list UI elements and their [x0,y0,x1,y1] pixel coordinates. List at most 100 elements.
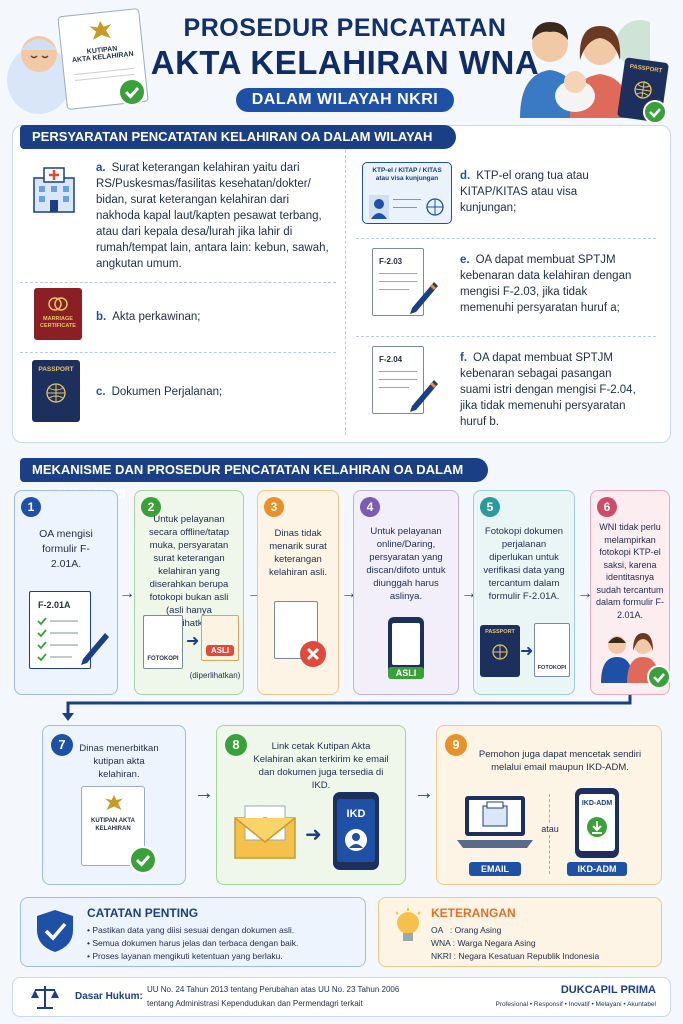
ikd-phone-icon: IKD [333,792,379,870]
form-f203-label: F-2.03 [379,257,403,266]
arrow-icon: → [119,585,135,602]
requirement-e: e.OA dapat membuat SPTJM kebenaran data … [460,254,632,314]
pen-icon [410,282,438,314]
scales-of-justice-icon [31,986,59,1009]
shield-check-icon [37,910,73,952]
divider [356,336,656,337]
fotokopi-doc-icon: FOTOKOPI [143,615,183,669]
arrow-icon: → [414,782,434,804]
passport-illustration: PASSPORT [617,57,669,123]
globe-icon [492,644,508,660]
requirement-d: d.KTP-el orang tua atau KITAP/KITAS atau… [460,170,589,214]
important-note-item: • Proses layanan mengikuti ketentuan yan… [87,951,283,961]
divider [549,794,550,874]
footer-law-line1: UU No. 24 Tahun 2013 tentang Perubahan a… [147,985,400,994]
laptop-printer-icon [457,796,533,848]
form-f201a-icon: F-2.01A [29,591,91,669]
email-envelope-icon: @ [234,805,296,859]
footer-tagline: Profesional • Responsif • Inovatif • Mel… [495,1001,657,1008]
witnesses-icon [601,633,659,683]
pen-icon [81,633,109,665]
hospital-icon [33,167,75,213]
globe-icon [46,383,66,403]
step-3: 3 Dinas tidak menarik surat keterangan k… [257,490,339,695]
kutipan-card-text: KUTIPAN AKTA KELAHIRAN [71,45,134,65]
legend-item: WNA : Warga Negara Asing [431,938,536,948]
page-title-line1: PROSEDUR PENCATATAN [183,14,507,42]
arrow-icon: ➜ [186,633,200,650]
header: KUTIPAN AKTA KELAHIRAN PROSEDUR PENCATAT… [0,0,683,124]
marriage-certificate-label: MARRIAGE CERTIFICATE [40,316,76,329]
step-8: 8 Link cetak Kutipan Akta Kelahiran akan… [216,725,406,885]
kutipan-card-illustration: KUTIPAN AKTA KELAHIRAN [57,7,149,111]
pen-icon [410,380,438,412]
footer-label: Dasar Hukum: [75,991,143,1002]
lightbulb-icon [395,908,421,941]
check-badge-icon [118,78,146,106]
ikd-adm-badge: IKD-ADM [567,862,627,876]
divider [20,352,336,353]
family-illustration [520,20,650,118]
important-note-title: CATATAN PENTING [87,906,199,920]
garuda-emblem-icon [89,21,112,40]
step-1-text: OA mengisi formulir F-2.01A. [39,528,93,570]
passport-label: PASSPORT [629,63,663,75]
arrow-icon: ➜ [305,824,322,846]
step-1: 1 OA mengisi formulir F-2.01A. F-2.01A [14,490,118,695]
arrow-icon: → [577,585,593,602]
reject-icon [300,641,326,667]
download-icon [587,817,607,837]
form-f204-label: F-2.04 [379,355,403,364]
legend-box: KETERANGAN OA : Orang Asing WNA : Warga … [378,897,662,967]
fotokopi-doc-icon: FOTOKOPI [534,623,570,677]
page-title-line2: AKTA KELAHIRAN WNA [150,44,540,81]
important-note-item: • Pastikan data yang diisi sesuai dengan… [87,925,295,935]
baby-illustration [7,36,71,114]
step-6-text: WNI tidak perlu melampirkan fotokopi KTP… [595,522,664,620]
step-9-text: Pemohon juga dapat mencetak sendiri mela… [478,749,642,773]
passport-label: PASSPORT [38,366,74,373]
step-3-text: Dinas tidak menarik surat keterangan kel… [268,528,328,578]
legend-title: KETERANGAN [431,906,516,920]
ktp-card-label: KTP-el / KITAP / KITAS atau visa kunjung… [372,167,442,182]
email-badge: EMAIL [469,862,521,876]
footer: Dasar Hukum: UU No. 24 Tahun 2013 tentan… [12,977,671,1017]
requirements-heading: PERSYARATAN PENCATATAN KELAHIRAN OA DALA… [20,125,456,168]
step-5: 5 Fotokopi dokumen perjalanan diperlukan… [473,490,575,695]
important-note-item: • Semua dokumen harus jelas dan terbaca … [87,938,299,948]
ktp-card-icon: KTP-el / KITAP / KITAS atau visa kunjung… [362,162,452,224]
marriage-certificate-icon: MARRIAGE CERTIFICATE [34,288,82,340]
legend-item: NKRI : Negara Kesatuan Republik Indonesi… [431,951,600,961]
page-title-line3: DALAM WILAYAH NKRI [236,88,454,112]
step-8-text: Link cetak Kutipan Akta Kelahiran akan t… [253,741,389,791]
avatar-icon [369,195,389,219]
step-2: 2 Untuk pelayanan secara offline/tatap m… [134,490,244,695]
garuda-emblem-icon [105,795,123,810]
asli-doc-icon: ASLI [201,615,239,661]
arrow-icon: ➜ [520,643,534,660]
globe-icon [634,81,652,99]
diperlihatkan-note: (diperlihatkan) [189,671,241,680]
requirements-section [12,125,671,443]
passport-icon: PASSPORT [32,360,80,422]
footer-brand: DUKCAPIL PRIMA [560,984,656,996]
requirement-c: c.Dokumen Perjalanan; [96,386,223,398]
step-4: 4 Untuk pelayanan online/Daring, persyar… [353,490,459,695]
check-badge-icon [647,665,671,689]
arrow-icon: → [194,782,214,804]
step-9: 9 Pemohon juga dapat mencetak sendiri me… [436,725,662,885]
check-badge-icon [643,100,667,124]
step-5-text: Fotokopi dokumen perjalanan diperlukan u… [483,526,565,602]
requirement-b: b.Akta perkawinan; [96,311,201,323]
step-7-text: Dinas menerbitkan kutipan akta kelahiran… [79,743,159,780]
ikd-adm-phone-icon: IKD-ADM [575,788,619,858]
requirement-f: f.OA dapat membuat SPTJM kebenaran sebag… [460,352,636,428]
mechanism-heading: MEKANISME DAN PROSEDUR PENCATATAN KELAHI… [20,458,488,501]
divider [356,238,656,239]
footer-law-line2: tentang Administrasi Kependudukan dan Pe… [147,999,363,1008]
divider [20,282,336,283]
user-icon [345,829,367,851]
step-7: 7 Dinas menerbitkan kutipan akta kelahir… [42,725,186,885]
legend-item: OA : Orang Asing [431,925,502,935]
check-badge-icon [129,846,157,874]
